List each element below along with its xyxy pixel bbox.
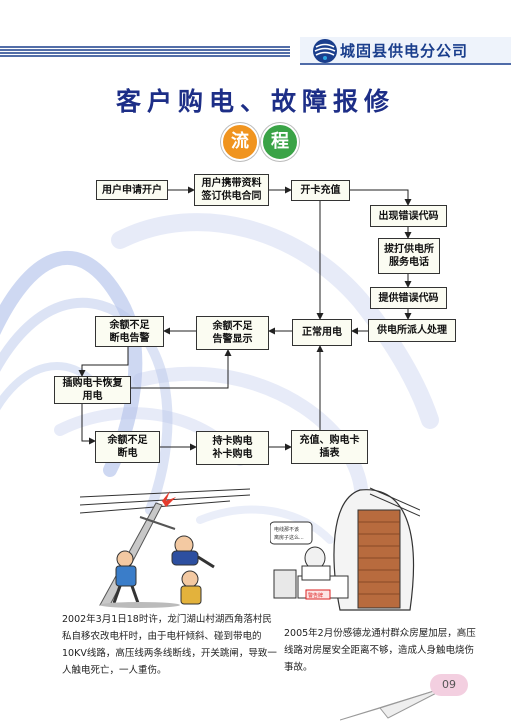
- page-number: 09: [430, 674, 468, 696]
- flow-step-recharge: 充值、购电卡 插表: [291, 430, 368, 464]
- flow-step-provide-code: 提供错误代码: [370, 287, 447, 309]
- caption-left: 2002年3月1日18时许，龙门湖山村湖西角落村民私自移农改电杆时，由于电杆倾斜…: [62, 614, 277, 676]
- flow-step-cutoff: 余额不足 断电: [95, 431, 160, 463]
- flow-step-cutoff-alarm: 余额不足 断电告警: [95, 316, 164, 347]
- flow-step-sign-contract: 用户携带资料 签订供电合同: [194, 174, 269, 206]
- illustration-house-burn: 电线那不该 离房子这么... 警告牌: [270, 487, 420, 611]
- flow-step-open-card: 开卡充值: [291, 180, 350, 201]
- svg-text:离房子这么...: 离房子这么...: [274, 534, 304, 541]
- flow-step-normal-use: 正常用电: [292, 319, 352, 346]
- flow-step-apply: 用户申请开户: [96, 180, 168, 200]
- flow-step-error-code: 出现错误代码: [370, 205, 447, 227]
- subtitle-char-2: 程: [261, 123, 299, 161]
- header-stripes: [0, 46, 290, 57]
- svg-text:警告牌: 警告牌: [308, 592, 323, 599]
- caption-right: 2005年2月份感德龙通村群众房屋加层，高压线路对房屋安全距离不够，造成人身触电…: [284, 628, 476, 673]
- page-title: 客户购电、故障报修: [115, 87, 395, 116]
- brand-logo-icon: [313, 39, 337, 63]
- flow-step-dispatch: 供电所派人处理: [368, 319, 456, 342]
- illustration-pole-accident: [80, 488, 250, 608]
- subtitle-char-1: 流: [221, 123, 259, 161]
- flow-step-reinsert-card: 插购电卡恢复 用电: [54, 376, 131, 404]
- flow-step-call-service: 拔打供电所 服务电话: [378, 238, 440, 274]
- svg-text:电线那不该: 电线那不该: [274, 526, 299, 533]
- flow-step-buy-power: 持卡购电 补卡购电: [196, 431, 269, 465]
- brand-name: 城固县供电分公司: [340, 42, 469, 60]
- flow-step-alarm-display: 余额不足 告警显示: [196, 316, 269, 350]
- subtitle: 流 程: [217, 123, 307, 161]
- header-bar: [300, 37, 511, 65]
- paper-plane-icon: [340, 685, 450, 721]
